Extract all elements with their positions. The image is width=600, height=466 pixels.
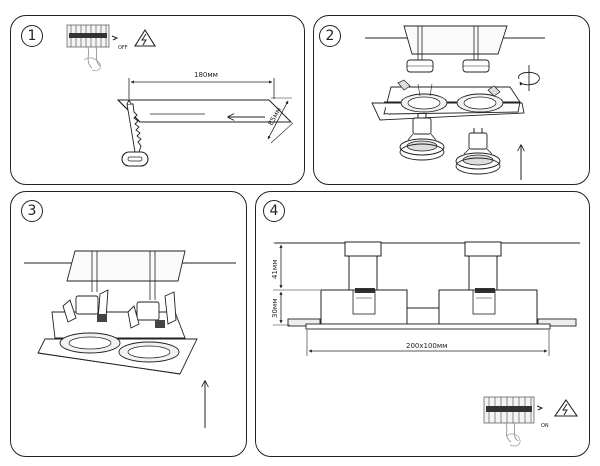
height-bottom-label: 30мм [271,299,279,318]
spring-clip-left [62,289,109,323]
cutout-depth-dimension [267,97,294,144]
height-top-label: 41мм [271,260,279,279]
ceiling-cutout [116,99,293,123]
lamp-module-left [399,113,445,161]
size-dimension [306,330,550,356]
ceiling-opening [403,25,508,55]
cutout-width-dimension [128,78,275,99]
installed-lamp-right [464,241,502,315]
step-number-4: 4 [263,200,285,222]
ceiling-opening [66,250,186,282]
switch-off-label: OFF [118,45,128,51]
double-frame [371,79,525,121]
installed-lamp-left [344,241,382,315]
step-number-3: 3 [21,200,43,222]
cutout-width-label: 180мм [194,71,218,79]
gu10-socket-right [462,59,490,73]
step-number-1: 1 [21,25,43,47]
rotate-arrow-icon [518,65,540,91]
keyhole-saw-icon [121,98,149,167]
switch-on-label: ON [541,423,549,429]
step-number-2: 2 [319,25,341,47]
terminal-block-on-icon [483,396,544,447]
installed-frame [37,311,198,375]
terminal-block-off-icon [66,24,119,72]
electric-warning-icon [553,399,579,417]
housing-side-view [287,289,577,330]
supply-cables [91,251,156,300]
spring-clip-right [127,291,177,329]
electric-warning-icon [134,28,156,47]
frame-size-label: 200x100мм [406,342,447,350]
height-dimension [273,242,320,326]
lamp-module-right [455,128,501,175]
supply-cables [417,26,479,60]
gu10-socket-left [406,59,434,73]
